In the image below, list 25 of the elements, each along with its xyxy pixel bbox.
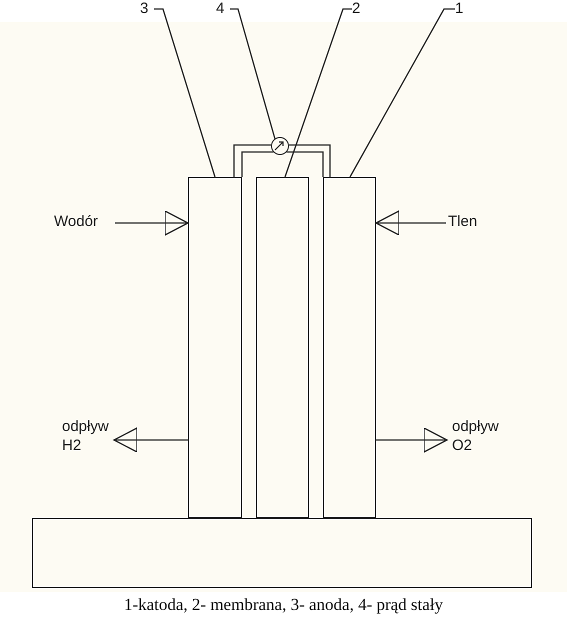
label-text: 3	[140, 0, 150, 19]
flow-arrow	[376, 427, 448, 453]
label-text: Wodór	[54, 213, 99, 232]
label-text: odpływ O2	[452, 418, 500, 456]
flow-arrow	[115, 210, 189, 236]
wire	[241, 151, 274, 177]
wire	[286, 151, 324, 177]
electrode-plate	[323, 177, 376, 518]
label-text: Tlen	[448, 213, 478, 232]
flow-arrow	[113, 427, 188, 453]
wire	[233, 144, 271, 177]
leader-line	[230, 8, 276, 140]
base-plate	[32, 518, 532, 588]
electrode-plate	[188, 177, 242, 518]
label-text: 2	[352, 0, 362, 19]
label-text: odpływ H2	[62, 418, 110, 456]
membrane-plate	[256, 177, 309, 518]
leader-line	[154, 8, 216, 178]
leader-line	[284, 8, 352, 178]
label-text: 4	[216, 0, 226, 19]
label-text: 1	[455, 0, 464, 19]
wire	[289, 144, 331, 177]
leader-line	[349, 8, 455, 178]
caption: 1-katoda, 2- membrana, 3- anoda, 4- prąd stały	[122, 595, 444, 615]
flow-arrow	[375, 210, 446, 236]
